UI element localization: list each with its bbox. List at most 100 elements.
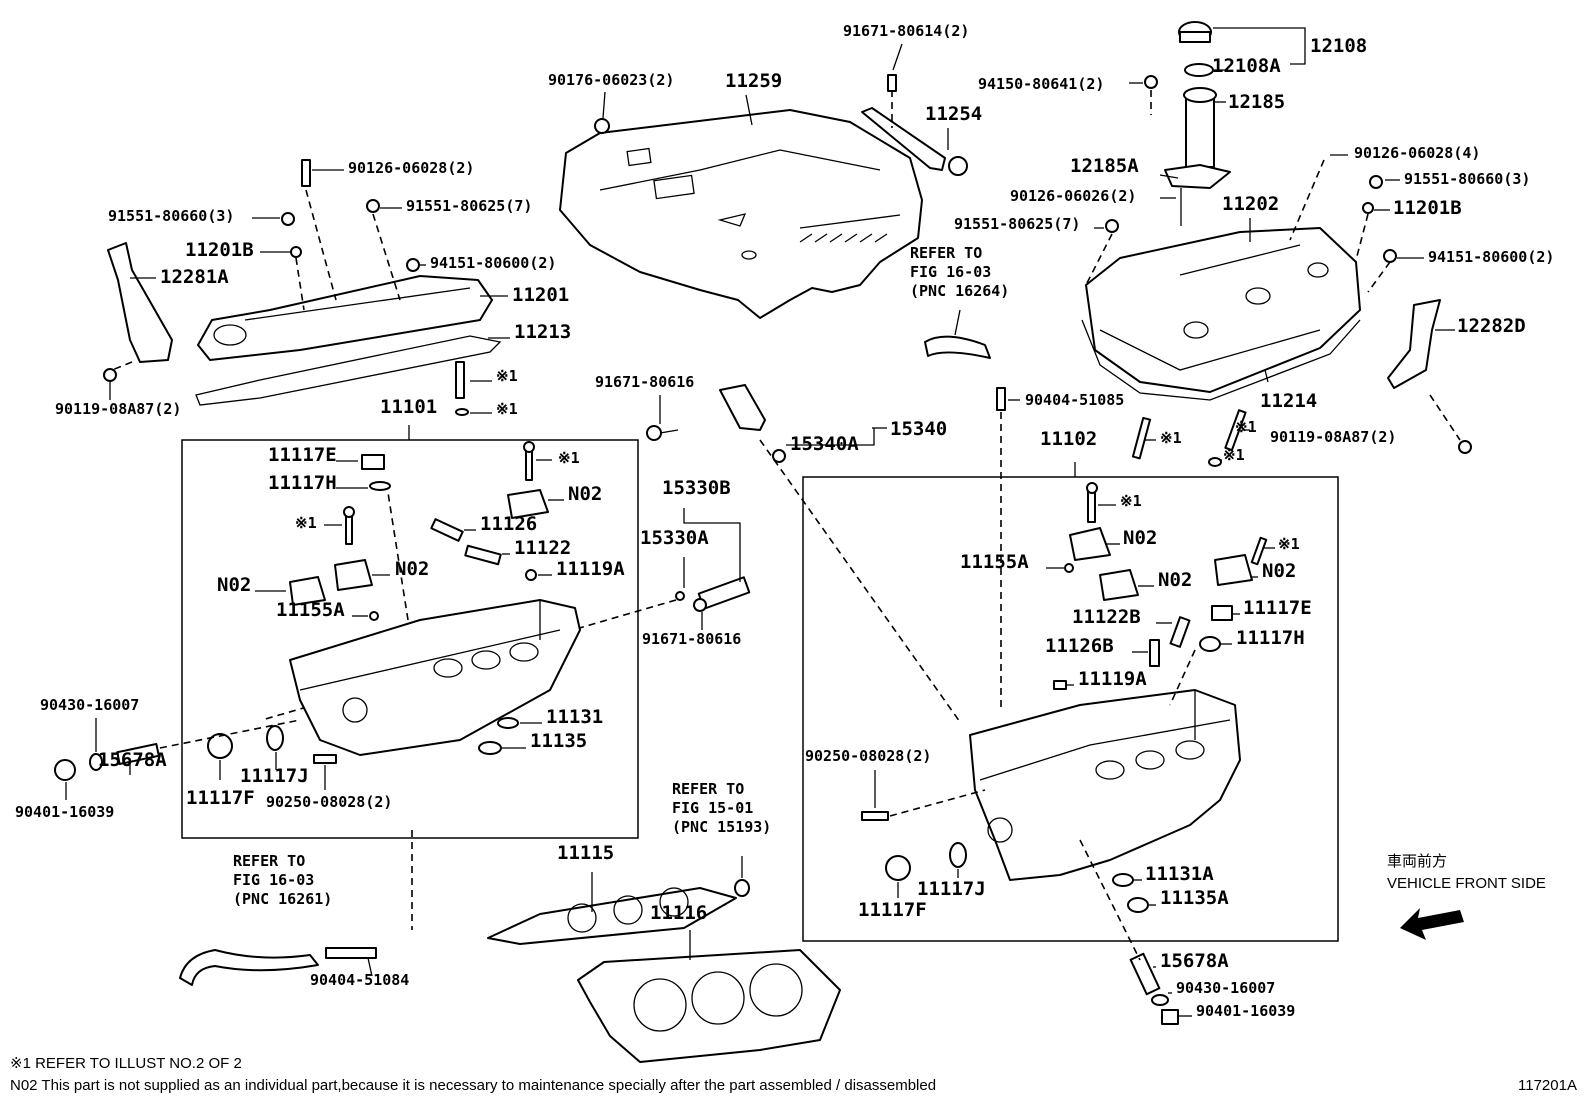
callout-c-n02-b: N02 xyxy=(1123,527,1157,549)
bolt-91551-80625-l xyxy=(366,199,401,301)
leader-12108 xyxy=(1213,27,1306,65)
note-n02: N02 This part is not supplied as an indi… xyxy=(10,1077,936,1094)
bolt-91551-80625-r xyxy=(1085,219,1119,286)
bearing-cap-n02-f xyxy=(1099,569,1139,601)
washer-90430-l xyxy=(89,753,103,771)
callout-c-11202: 11202 xyxy=(1222,193,1279,215)
callout-c-15340: 15340 xyxy=(890,418,947,440)
plug-11117f-r xyxy=(885,855,911,881)
dash-90250-r xyxy=(889,789,986,817)
callout-c-90430-16007-r: 90430-16007 xyxy=(1176,979,1275,997)
plug-90401-r xyxy=(1161,1009,1179,1025)
callout-c-91551-80660-3-r: 91551-80660(3) xyxy=(1404,170,1530,188)
seal-11117j-l xyxy=(266,725,284,751)
ref-15193-line-2: (PNC 15193) xyxy=(672,818,771,836)
gasket-11131 xyxy=(497,717,519,729)
callout-c-90401-16039-r: 90401-16039 xyxy=(1196,1002,1295,1020)
grommet-94151-l xyxy=(406,258,420,272)
hose-16264 xyxy=(924,335,991,359)
pin-11119a-r xyxy=(1053,680,1067,690)
hanger-12281a xyxy=(103,242,173,382)
dash-ocv-head xyxy=(759,439,961,723)
dowel-11126 xyxy=(430,518,464,542)
bracket-11254 xyxy=(861,74,968,176)
callout-c-n02-f: N02 xyxy=(1158,569,1192,591)
callout-c-11214: 11214 xyxy=(1260,390,1317,412)
filler-pipe-12185 xyxy=(1164,87,1231,189)
callout-c-11117h-l: 11117H xyxy=(268,472,337,494)
leader-90404-51084 xyxy=(367,957,373,977)
washer-ref-15193 xyxy=(734,879,750,897)
ref-15193-line-0: REFER TO xyxy=(672,780,744,798)
pin-11155a-l xyxy=(369,611,379,621)
cylinder-head-cover-11201 xyxy=(197,275,493,361)
leader-12185a xyxy=(1159,174,1179,179)
callout-c-94150-80641-2: 94150-80641(2) xyxy=(978,75,1104,93)
callout-c-11116: 11116 xyxy=(650,902,707,924)
gasket-11213 xyxy=(195,335,502,406)
callout-c-11155a-r: 11155A xyxy=(960,551,1029,573)
callout-c-11131a: 11131A xyxy=(1145,863,1214,885)
callout-c-94151-80600-2-l: 94151-80600(2) xyxy=(430,254,556,272)
callout-c-11201: 11201 xyxy=(512,284,569,306)
callout-c-x1-e: ※1 xyxy=(558,449,580,467)
callout-c-94151-80600-2-r: 94151-80600(2) xyxy=(1428,248,1554,266)
ref-16261-line-2: (PNC 16261) xyxy=(233,890,332,908)
callout-c-90250-08028-2-r: 90250-08028(2) xyxy=(805,747,931,765)
bolt-x1-d xyxy=(1131,416,1152,460)
bolt-15678a-l xyxy=(116,742,160,766)
bolt-x1-top-l xyxy=(455,361,469,416)
callout-c-90176-06023-2: 90176-06023(2) xyxy=(548,71,674,89)
vehicle-front-jp: 車両前方 xyxy=(1387,853,1447,870)
hose-16261 xyxy=(179,949,319,986)
callout-c-11115: 11115 xyxy=(557,842,614,864)
ref-16261-line-0: REFER TO xyxy=(233,852,305,870)
dash-11102-top xyxy=(1169,649,1196,706)
bearing-cap-n02-e xyxy=(289,576,326,606)
plug-90401-l xyxy=(54,759,76,781)
callout-c-11259: 11259 xyxy=(725,70,782,92)
bolt-x1-g xyxy=(1086,482,1098,523)
callout-c-11122b: 11122B xyxy=(1072,606,1141,628)
stud-90126-06028-2 xyxy=(301,159,337,301)
leader-11214 xyxy=(1264,369,1269,383)
bearing-cap-n02-a xyxy=(507,489,549,519)
bolt-90404-51084 xyxy=(325,830,413,959)
leader-11259 xyxy=(745,94,753,126)
callout-c-12108a: 12108A xyxy=(1212,55,1281,77)
callout-c-n02-a: N02 xyxy=(568,483,602,505)
callout-c-12185: 12185 xyxy=(1228,91,1285,113)
leader-ref-16264 xyxy=(954,309,961,336)
frame-11102 xyxy=(802,476,1339,942)
callout-c-90119-08a87-2-l: 90119-08A87(2) xyxy=(55,400,181,418)
callout-c-n02-c: N02 xyxy=(395,558,429,580)
callout-c-91551-80660-3-l: 91551-80660(3) xyxy=(108,207,234,225)
callout-c-11122: 11122 xyxy=(514,537,571,559)
bolt-x1-h xyxy=(343,506,355,545)
callout-c-x1-a: ※1 xyxy=(496,367,518,385)
callout-c-15330b: 15330B xyxy=(662,477,731,499)
hanger-12282d xyxy=(1387,299,1472,454)
engine-cover-11259 xyxy=(559,109,923,319)
sensor-15330b xyxy=(675,576,751,612)
callout-c-x1-g: ※1 xyxy=(1120,492,1142,510)
grommet-94151-r xyxy=(1367,249,1397,293)
callout-c-90126-06028-4: 90126-06028(4) xyxy=(1354,144,1480,162)
bearing-cap-n02-d xyxy=(1214,554,1253,586)
callout-c-15330a: 15330A xyxy=(640,527,709,549)
washer-90430-r xyxy=(1151,994,1169,1006)
callout-c-11126b: 11126B xyxy=(1045,635,1114,657)
vehicle-front-arrow-icon xyxy=(1400,908,1464,940)
seal-11117j-r xyxy=(949,842,967,868)
pin-11155a-r xyxy=(1064,563,1074,573)
ref-15193-line-1: FIG 15-01 xyxy=(672,799,753,817)
callout-c-x1-h: ※1 xyxy=(295,514,317,532)
callout-c-15678a-l: 15678A xyxy=(98,749,167,771)
plug-11117e-r xyxy=(1211,605,1233,621)
callout-c-n02-e: N02 xyxy=(217,574,251,596)
callout-c-90404-51085: 90404-51085 xyxy=(1025,391,1124,409)
stud-90126-06028-4 xyxy=(1289,159,1325,241)
callout-c-11117h-r: 11117H xyxy=(1236,627,1305,649)
callout-c-11131: 11131 xyxy=(546,706,603,728)
callout-c-11155a-l: 11155A xyxy=(276,599,345,621)
